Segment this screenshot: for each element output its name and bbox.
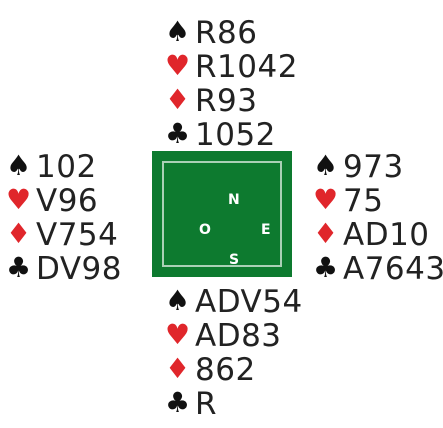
compass-east-label: E [261,222,271,238]
west-spades-cards: 102 [36,149,97,185]
north-diamonds-cards: R93 [195,83,258,119]
heart-icon: ♥ [313,183,339,216]
north-hand: ♠ R86 ♥ R1042 ♦ R93 ♣ 1052 [165,15,298,153]
spade-icon: ♠ [6,149,32,182]
east-spades-row: ♠ 973 [313,149,443,185]
compass-north-label: N [228,192,240,208]
spade-icon: ♠ [165,15,191,48]
card-table: N O E S [152,151,292,277]
east-clubs-cards: A7643 [343,251,443,287]
compass-south-label: S [229,252,240,268]
east-clubs-row: ♣ A7643 [313,251,443,287]
compass-west-label: O [199,222,211,238]
north-spades-cards: R86 [195,15,258,51]
diamond-icon: ♦ [6,217,32,250]
west-hand: ♠ 102 ♥ V96 ♦ V754 ♣ DV98 [6,149,122,287]
south-diamonds-row: ♦ 862 [165,352,303,388]
diamond-icon: ♦ [165,352,191,385]
spade-icon: ♠ [165,284,191,317]
south-spades-row: ♠ ADV54 [165,284,303,320]
south-hearts-row: ♥ AD83 [165,318,303,354]
club-icon: ♣ [313,251,339,284]
east-diamonds-cards: AD10 [343,217,430,253]
east-diamonds-row: ♦ AD10 [313,217,443,253]
club-icon: ♣ [165,386,191,419]
west-diamonds-cards: V754 [36,217,119,253]
west-hearts-cards: V96 [36,183,99,219]
north-clubs-row: ♣ 1052 [165,117,298,153]
north-hearts-row: ♥ R1042 [165,49,298,85]
north-diamonds-row: ♦ R93 [165,83,298,119]
south-clubs-row: ♣ R [165,386,303,422]
south-clubs-cards: R [195,386,218,422]
club-icon: ♣ [165,117,191,150]
heart-icon: ♥ [165,318,191,351]
east-hearts-row: ♥ 75 [313,183,443,219]
north-hearts-cards: R1042 [195,49,298,85]
west-hearts-row: ♥ V96 [6,183,122,219]
heart-icon: ♥ [165,49,191,82]
south-spades-cards: ADV54 [195,284,303,320]
south-hearts-cards: AD83 [195,318,282,354]
east-hand: ♠ 973 ♥ 75 ♦ AD10 ♣ A7643 [313,149,443,287]
club-icon: ♣ [6,251,32,284]
diamond-icon: ♦ [313,217,339,250]
west-diamonds-row: ♦ V754 [6,217,122,253]
north-spades-row: ♠ R86 [165,15,298,51]
south-hand: ♠ ADV54 ♥ AD83 ♦ 862 ♣ R [165,284,303,422]
east-spades-cards: 973 [343,149,404,185]
diamond-icon: ♦ [165,83,191,116]
north-clubs-cards: 1052 [195,117,276,153]
table-border: N O E S [162,161,282,267]
east-hearts-cards: 75 [343,183,384,219]
west-spades-row: ♠ 102 [6,149,122,185]
south-diamonds-cards: 862 [195,352,256,388]
spade-icon: ♠ [313,149,339,182]
west-clubs-cards: DV98 [36,251,122,287]
heart-icon: ♥ [6,183,32,216]
west-clubs-row: ♣ DV98 [6,251,122,287]
